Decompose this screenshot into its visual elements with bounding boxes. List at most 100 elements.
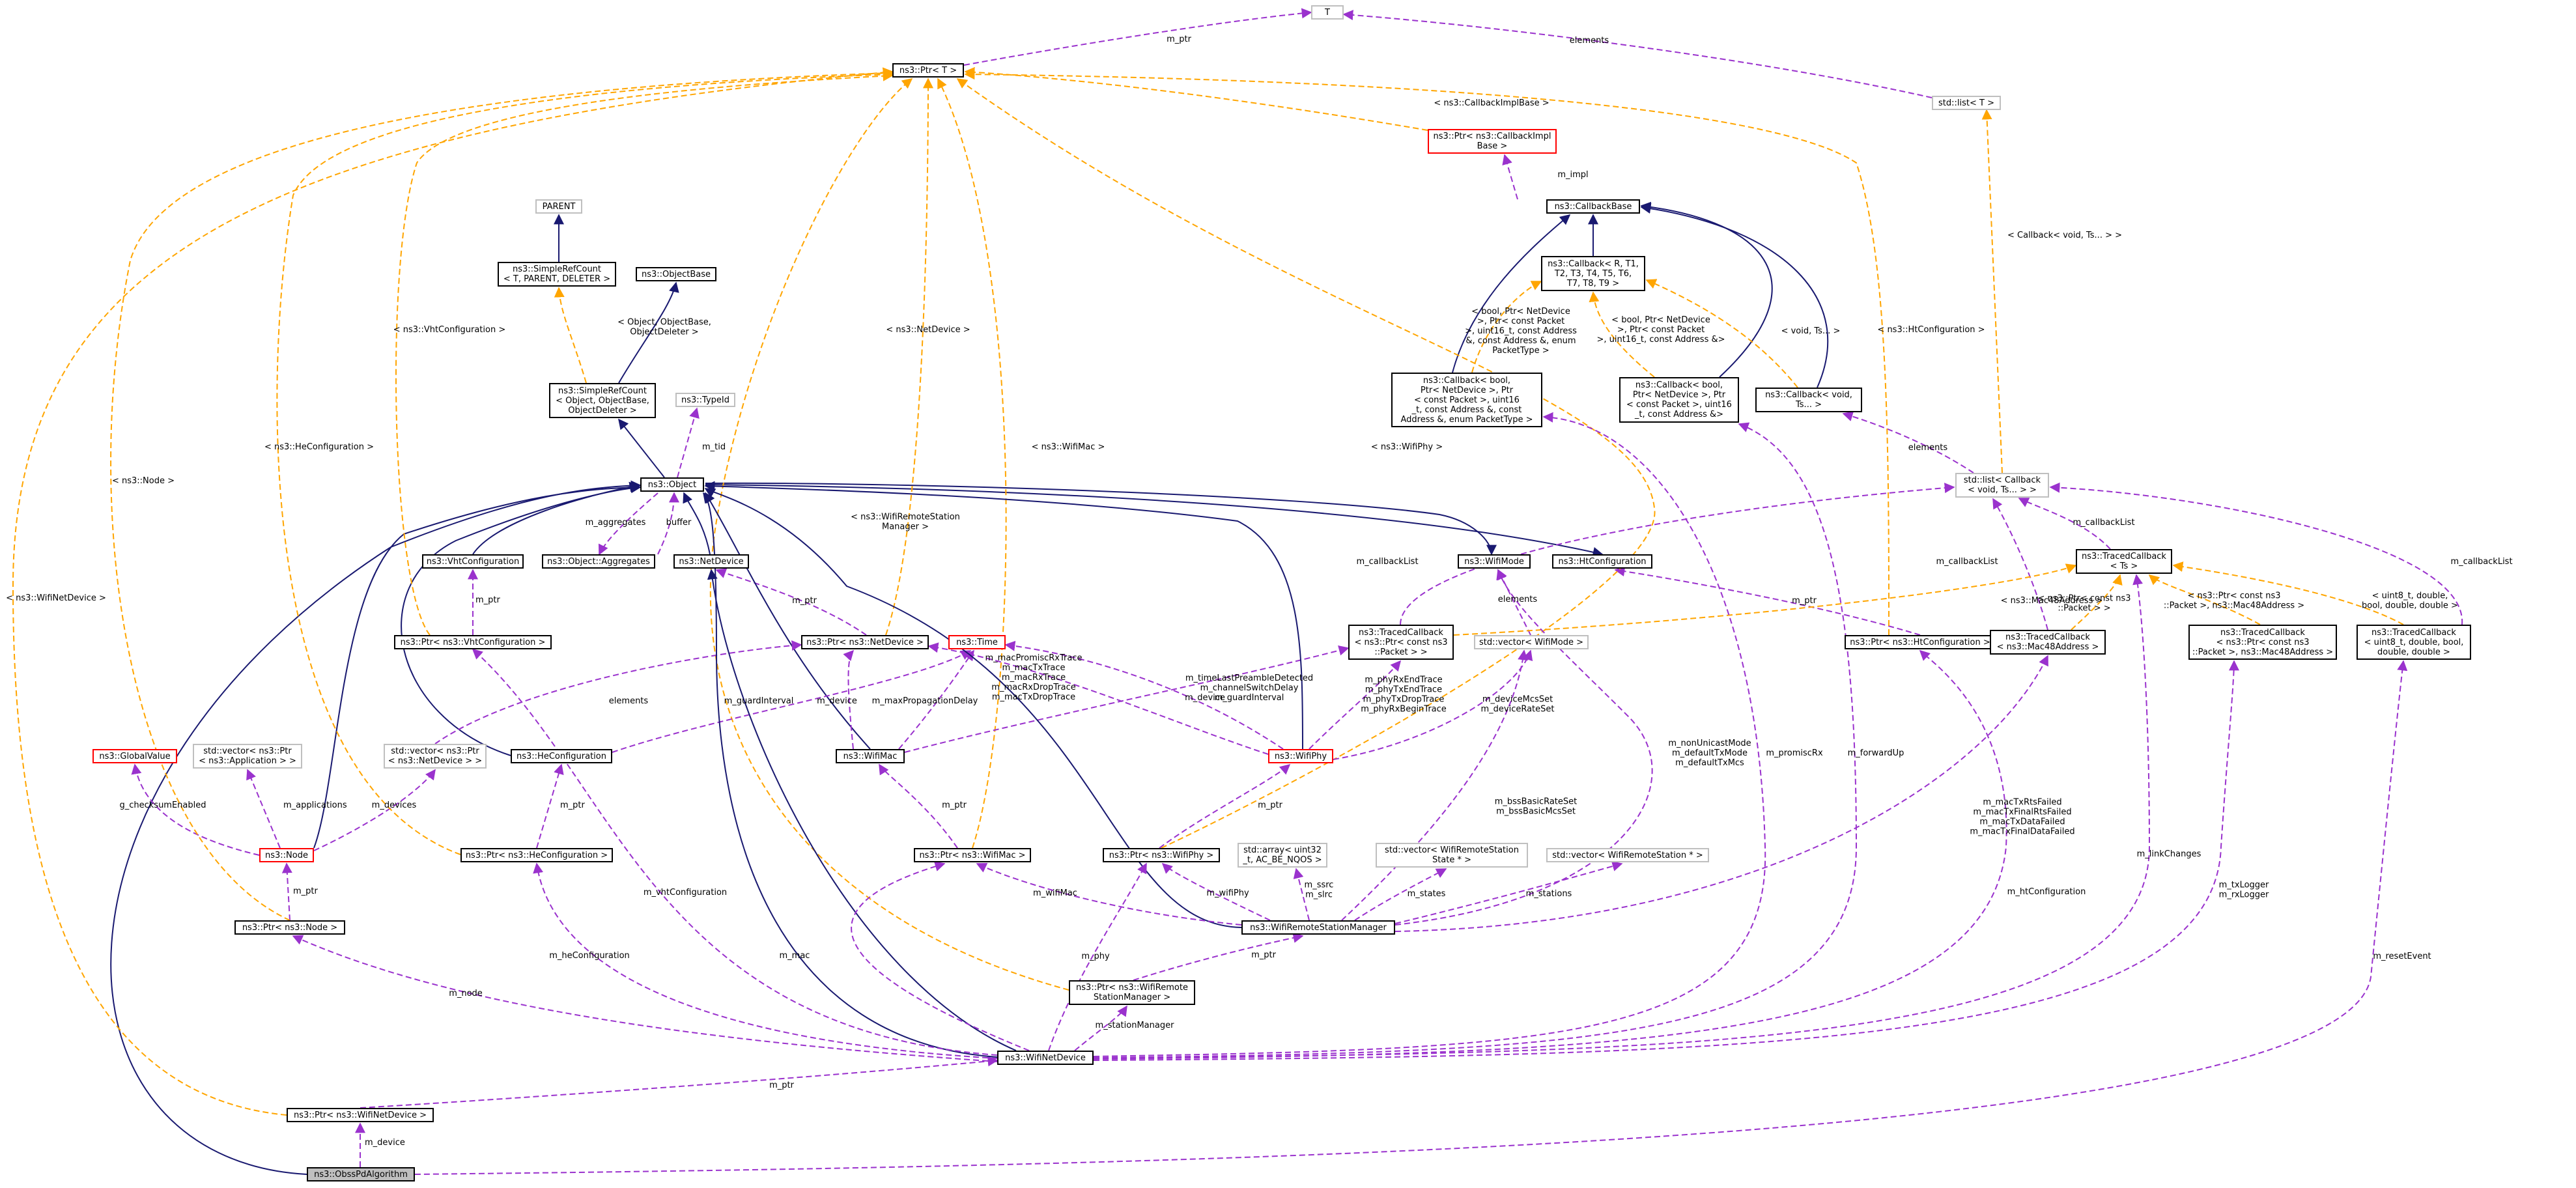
- node-callback-bool-1[interactable]: ns3::Callback< bool, Ptr< NetDevice >, P…: [1391, 373, 1542, 427]
- node-vector-application[interactable]: std::vector< ns3::Ptr < ns3::Application…: [193, 744, 302, 769]
- node-tracedcallback-packet-mac48[interactable]: ns3::TracedCallback < ns3::Ptr< const ns…: [2188, 625, 2337, 660]
- node-callback-bool-2[interactable]: ns3::Callback< bool, Ptr< NetDevice >, P…: [1619, 377, 1739, 423]
- edge-tracedcb-ts-to-mac48-label: < ns3::Mac48Address >: [2001, 596, 2103, 606]
- edge-ptr-t-to-t-label: m_ptr: [1167, 35, 1192, 44]
- node-ptr-netdevice[interactable]: ns3::Ptr< ns3::NetDevice >: [801, 635, 929, 649]
- node-wifimac[interactable]: ns3::WifiMac: [836, 749, 905, 763]
- edge-callbackbase-list-to-tracedcb: [2018, 498, 2111, 550]
- edge-callback-r-to-cb-void-label: < void, Ts... >: [1781, 326, 1841, 336]
- node-vector-wifiremotestation[interactable]: std::vector< WifiRemoteStation * >: [1546, 848, 1709, 862]
- edge-object-to-aggregates-buffer-label: buffer: [666, 518, 692, 528]
- edge-object-to-htconfig: [705, 484, 1604, 558]
- edge-ptr-node-to-wifinetdevice-label: m_node: [449, 989, 483, 998]
- edge-ptr-t-to-ptr-node-label: < ns3::Node >: [112, 476, 175, 486]
- node-ptr-vhtconfiguration[interactable]: ns3::Ptr< ns3::VhtConfiguration >: [394, 635, 552, 649]
- edge-vec-state-to-manager-label: m_states: [1408, 889, 1446, 899]
- edge-tracedcb-uint8-to-obss-label: m_resetEvent: [2373, 952, 2431, 961]
- edge-simplerefcount-to-object: [618, 418, 665, 478]
- node-typeid[interactable]: ns3::TypeId: [675, 393, 735, 407]
- node-objectbase[interactable]: ns3::ObjectBase: [636, 267, 716, 281]
- node-wifinetdevice[interactable]: ns3::WifiNetDevice: [997, 1051, 1094, 1065]
- edge-time-to-wifiphy: [1004, 640, 1284, 750]
- node-vector-wifiremotestationstate[interactable]: std::vector< WifiRemoteStation State * >: [1376, 843, 1528, 868]
- edge-netdevice-to-ptr-netdevice: [715, 568, 867, 636]
- node-time[interactable]: ns3::Time: [948, 635, 1006, 649]
- node-wifiphy[interactable]: ns3::WifiPhy: [1268, 749, 1333, 763]
- node-wifimode[interactable]: ns3::WifiMode: [1458, 554, 1531, 569]
- edge-ptr-manager-to-wifinetdevice-label: m_stationManager: [1096, 1021, 1175, 1030]
- edge-wifimac-ptr-netdevice-label: m_device: [817, 696, 857, 706]
- node-ptr-node[interactable]: ns3::Ptr< ns3::Node >: [234, 920, 345, 935]
- node-ptr-heconfiguration[interactable]: ns3::Ptr< ns3::HeConfiguration >: [460, 848, 613, 862]
- edge-cbimpl-to-ptr-t: [964, 66, 1428, 131]
- node-callback-void[interactable]: ns3::Callback< void, Ts... >: [1755, 388, 1862, 412]
- edge-cb-void-to-list-callback-label: elements: [1908, 443, 1948, 453]
- edge-object-to-heconfig: [401, 483, 642, 756]
- edge-callback-r-to-cb-void: [1645, 279, 1798, 388]
- edge-object-to-node: [313, 482, 642, 849]
- node-vector-netdevice[interactable]: std::vector< ns3::Ptr < ns3::NetDevice >…: [384, 744, 487, 769]
- node-tracedcallback-packet[interactable]: ns3::TracedCallback < ns3::Ptr< const ns…: [1348, 625, 1454, 660]
- node-tracedcallback-ts[interactable]: ns3::TracedCallback < Ts >: [2076, 549, 2172, 574]
- node-ptr-wifinetdevice[interactable]: ns3::Ptr< ns3::WifiNetDevice >: [287, 1108, 434, 1122]
- node-simplerefcount-object[interactable]: ns3::SimpleRefCount < Object, ObjectBase…: [549, 383, 656, 418]
- node-parent[interactable]: PARENT: [535, 199, 582, 214]
- node-array-uint32[interactable]: std::array< uint32 _t, AC_BE_NQOS >: [1238, 843, 1327, 868]
- node-vhtconfiguration[interactable]: ns3::VhtConfiguration: [422, 554, 524, 569]
- node-ptr-htconfiguration[interactable]: ns3::Ptr< ns3::HtConfiguration >: [1845, 635, 1996, 649]
- edge-node-to-ptr-node-label: m_ptr: [293, 886, 318, 896]
- node-object-aggregates[interactable]: ns3::Object::Aggregates: [542, 554, 655, 569]
- edge-ptr-t-to-ptr-wifimac: [937, 78, 1007, 849]
- node-list-callback[interactable]: std::list< Callback < void, Ts... > >: [1955, 473, 2049, 498]
- node-netdevice[interactable]: ns3::NetDevice: [673, 554, 749, 569]
- node-wifiremotestationmanager[interactable]: ns3::WifiRemoteStationManager: [1241, 920, 1395, 935]
- edge-list-callback-to-tracedcb-packet: [1400, 483, 1955, 625]
- edge-callback-r-to-cb-bool1: [1471, 281, 1542, 373]
- node-object[interactable]: ns3::Object: [640, 477, 704, 492]
- node-htconfiguration[interactable]: ns3::HtConfiguration: [1552, 554, 1652, 569]
- edge-tracedcb-ts-to-mac48: [2071, 574, 2123, 630]
- edge-list-t-to-t: [1342, 10, 1932, 98]
- edge-ptr-t-to-ptr-heconfig-label: < ns3::HeConfiguration >: [264, 442, 374, 452]
- edge-cbimpl-to-ptr-t-label: < ns3::CallbackImplBase >: [1434, 98, 1549, 108]
- edge-ptr-t-to-ptr-netdevice: [885, 78, 933, 636]
- edge-ptr-wifimac-to-wifinetdevice-label: m_mac: [780, 951, 810, 961]
- edge-callbackbase-to-cb-void: [1640, 203, 1829, 388]
- edge-list-callback-to-tracedcb-uint8: [2049, 482, 2463, 625]
- node-ptr-wifiremotestationmanager[interactable]: ns3::Ptr< ns3::WifiRemote StationManager…: [1069, 980, 1195, 1005]
- node-node[interactable]: ns3::Node: [259, 848, 314, 862]
- node-heconfiguration[interactable]: ns3::HeConfiguration: [511, 749, 612, 763]
- node-tracedcallback-mac48[interactable]: ns3::TracedCallback < ns3::Mac48Address …: [1990, 630, 2106, 655]
- edge-cb-void-to-list-callback: [1842, 411, 1974, 474]
- node-ptr-callbackimplbase[interactable]: ns3::Ptr< ns3::CallbackImpl Base >: [1428, 129, 1557, 154]
- edge-tracedcb-ts-to-uint8: [2172, 561, 2404, 625]
- edge-simplerefcount-t-to-obj-label: < Object, ObjectBase,ObjectDeleter >: [617, 318, 711, 337]
- node-t[interactable]: T: [1311, 5, 1344, 20]
- node-ptr-wifiphy[interactable]: ns3::Ptr< ns3::WifiPhy >: [1103, 848, 1220, 862]
- node-tracedcallback-uint8[interactable]: ns3::TracedCallback < uint8_t, double, b…: [2357, 625, 2471, 660]
- node-globalvalue[interactable]: ns3::GlobalValue: [92, 749, 177, 763]
- edge-htconfig-to-ptr-htconfig-label: m_ptr: [1792, 596, 1817, 606]
- edge-object-to-aggregates-buffer: [657, 492, 679, 555]
- edge-wifimac-to-ptr-wifimac: [879, 763, 958, 849]
- node-ptr-wifimac[interactable]: ns3::Ptr< ns3::WifiMac >: [914, 848, 1031, 862]
- edge-object-to-wifimac: [705, 492, 871, 750]
- node-simplerefcount-t[interactable]: ns3::SimpleRefCount < T, PARENT, DELETER…: [498, 262, 616, 287]
- edge-ptr-t-to-ptr-vhtconfig-label: < ns3::VhtConfiguration >: [393, 325, 506, 335]
- node-callbackbase[interactable]: ns3::CallbackBase: [1546, 199, 1640, 214]
- edge-object-to-netdevice: [683, 492, 711, 555]
- node-obsspdalgorithm[interactable]: ns3::ObssPdAlgorithm: [307, 1167, 415, 1181]
- node-callback-r[interactable]: ns3::Callback< R, T1, T2, T3, T4, T5, T6…: [1541, 256, 1645, 291]
- edge-ptr-t-to-ptr-wifinetdevice-label: < ns3::WifiNetDevice >: [6, 593, 106, 603]
- edge-callback-r-to-list-t-label: < Callback< void, Ts... > >: [2007, 231, 2122, 240]
- node-ptr-t[interactable]: ns3::Ptr< T >: [892, 63, 964, 78]
- node-vector-wifimode[interactable]: std::vector< WifiMode >: [1474, 635, 1589, 649]
- node-list-t[interactable]: std::list< T >: [1932, 96, 2001, 110]
- edge-object-to-wifiremotemanager: [704, 488, 1242, 928]
